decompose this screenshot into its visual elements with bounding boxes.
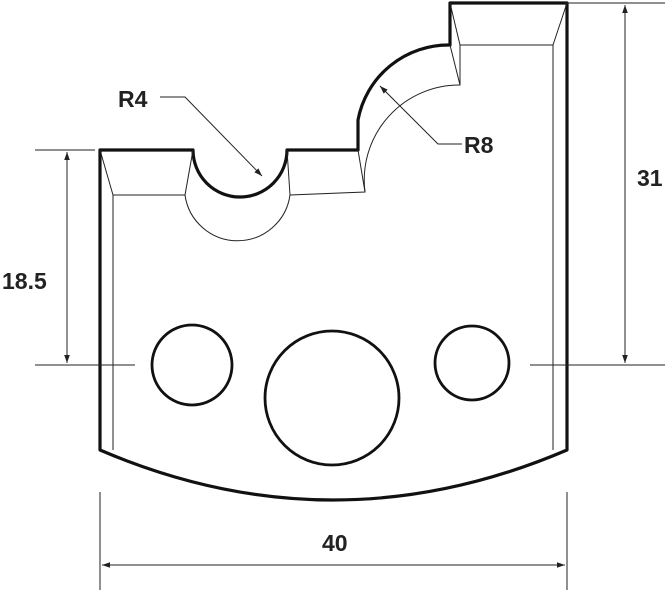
knife-outline	[98, 1, 569, 502]
radius-label-r8: R8	[464, 132, 494, 158]
dimension-40	[99, 492, 568, 590]
dimension-label-40: 40	[322, 530, 348, 556]
leader-r4	[160, 96, 263, 177]
bevel-lines	[99, 2, 568, 450]
radius-label-r4: R4	[118, 86, 148, 112]
dimension-31	[530, 2, 665, 366]
dimension-label-18-5: 18.5	[2, 268, 47, 294]
dimension-18-5	[35, 149, 135, 366]
mounting-hole-right	[433, 324, 511, 402]
mounting-hole-left	[150, 323, 234, 407]
dimension-label-31: 31	[637, 165, 663, 191]
leader-r8	[379, 85, 462, 145]
mounting-hole-center	[263, 329, 401, 467]
